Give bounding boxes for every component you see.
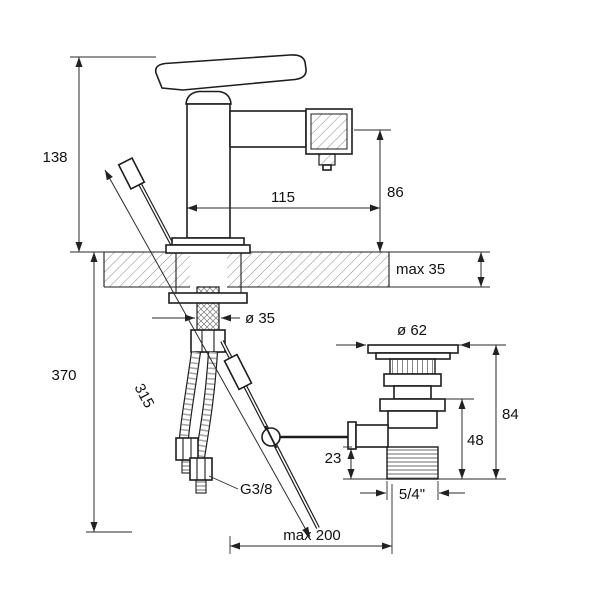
waste-side-port [355,424,389,448]
mounting-hardware [168,286,248,353]
aerator-nozzle [318,153,336,166]
dim-waste-flange-diameter-label: ø 62 [397,322,427,339]
pop-up-mechanism [220,340,352,529]
waste-ring [383,373,442,387]
dim-supply-thread-label: G3/8 [240,481,273,498]
rod-sleeve [223,353,253,391]
dim-max-rod-label: max 200 [283,527,341,544]
dim-waste-thread-label: 5/4" [399,486,425,503]
dim-waste-lower: 48 [445,398,484,479]
base-ring-lower [165,244,251,254]
dim-total-height-label: 138 [42,149,67,166]
supply-hoses [175,351,219,494]
dim-waste-lower-label: 48 [467,432,484,449]
waste-port-flange [347,421,357,450]
mixer-spout [229,110,307,148]
base-ring-upper [171,237,245,246]
mixer-lever [154,54,307,91]
dim-rod-length-label: 315 [131,381,158,411]
dim-max-deck-label: max 35 [396,261,445,278]
dim-max-rod: max 200 [229,484,393,554]
aerator-insert [310,113,348,150]
dim-shank-diameter: ø 35 [152,310,275,327]
dim-spout-height: 86 [354,129,404,252]
mounting-plate [168,292,248,304]
dim-spout-height-label: 86 [387,184,404,201]
pop-up-knob [117,156,146,191]
dim-waste-height: 84 [438,344,519,480]
dim-waste-thread: 5/4" [360,481,465,503]
dim-waste-height-label: 84 [502,406,519,423]
hose-nut-left [175,437,199,461]
aerator-tip [322,164,332,171]
waste-neck [393,385,432,400]
dim-waste-offset: 23 [325,446,387,480]
mounting-deck [103,251,390,293]
pop-up-rod-upper [117,156,178,253]
hose-nipple-right [195,479,207,494]
dim-max-deck: max 35 [389,251,490,288]
dim-waste-offset-label: 23 [325,450,342,467]
dim-spout-reach-label: 115 [271,189,295,206]
mixer-body [186,103,231,239]
dim-total-height: 138 [42,56,156,253]
dim-waste-flange-diameter: ø 62 [336,322,492,349]
waste-assembly [347,344,459,480]
waste-collar [379,398,446,412]
waste-threads [386,446,439,480]
waste-plug [389,358,436,375]
dim-supply-length-label: 370 [51,367,76,384]
dim-shank-diameter-label: ø 35 [245,310,275,327]
deck-hole [190,253,227,286]
hose-nut-right [189,457,213,481]
mixer-faucet [154,54,353,254]
waste-flange [367,344,459,354]
dim-supply-thread: G3/8 [208,475,273,498]
waste-upper-body [387,410,438,429]
cartridge-dome [185,90,232,105]
dim-supply-length: 370 [51,252,132,533]
